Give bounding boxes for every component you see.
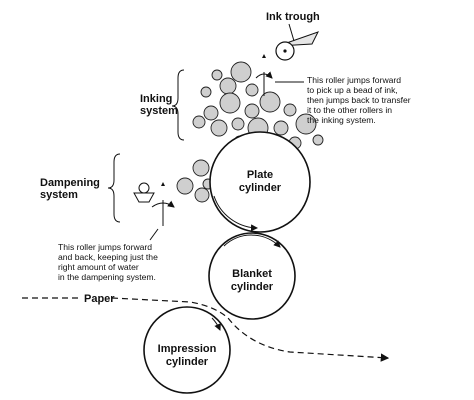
blanket-cylinder-label-line1: Blanket (232, 268, 272, 280)
dampening-system-label-line2: system (40, 189, 78, 201)
ink-roller (244, 103, 260, 119)
dampening-rollers (176, 159, 214, 203)
svg-text:This roller jumps forward: This roller jumps forward (307, 75, 401, 85)
plate-cylinder-label-line1: Plate (247, 169, 273, 181)
svg-text:it to the other rollers in: it to the other rollers in (307, 105, 392, 115)
water-fountain (133, 182, 155, 203)
impression-cylinder-label-line2: cylinder (166, 356, 209, 368)
water-roller (192, 159, 210, 177)
ink-trough (275, 31, 319, 61)
water-roller-note-leader (149, 228, 159, 241)
ink-roller (231, 117, 245, 131)
ink-roller-note: This roller jumps forward to pick up a b… (307, 75, 411, 125)
dampening-system-label-line1: Dampening (40, 177, 100, 189)
ink-roller (245, 83, 259, 97)
ink-roller (295, 113, 317, 135)
inking-system-brace (171, 69, 185, 141)
ink-roller (283, 103, 297, 117)
ink-trough-leader (288, 23, 295, 42)
ink-roller (219, 92, 241, 114)
ink-roller (210, 119, 228, 137)
ink-roller (211, 69, 223, 81)
water-roller-motion-arrows (151, 182, 175, 226)
ink-roller (230, 61, 252, 83)
svg-text:the inking system.: the inking system. (307, 115, 376, 125)
inking-rollers (192, 61, 324, 150)
svg-text:right amount of water: right amount of water (58, 262, 139, 272)
dampening-system-brace (107, 153, 121, 223)
paper-label: Paper (84, 293, 115, 305)
plate-cylinder: Plate cylinder (209, 131, 311, 233)
blanket-cylinder: Blanket cylinder (208, 232, 296, 320)
svg-text:to pick up a bead of ink,: to pick up a bead of ink, (307, 85, 398, 95)
blanket-cylinder-label-line2: cylinder (231, 281, 274, 293)
ink-roller (219, 77, 237, 95)
plate-cylinder-label-line2: cylinder (239, 182, 282, 194)
svg-text:in the dampening system.: in the dampening system. (58, 272, 156, 282)
svg-text:and back, keeping just the: and back, keeping just the (58, 252, 158, 262)
svg-text:then jumps back to transfer: then jumps back to transfer (307, 95, 411, 105)
water-roller (194, 187, 210, 203)
inking-system-label-line1: Inking (140, 93, 172, 105)
ink-roller (200, 86, 212, 98)
ink-roller (203, 105, 219, 121)
inking-system-label-line2: system (140, 105, 178, 117)
water-roller-note: This roller jumps forward and back, keep… (58, 242, 158, 282)
svg-text:This roller jumps forward: This roller jumps forward (58, 242, 152, 252)
ink-roller (273, 120, 289, 136)
ink-roller (259, 91, 281, 113)
ink-roller (312, 134, 324, 146)
ink-roller-motion-arrows (255, 54, 273, 96)
water-roller (176, 177, 194, 195)
impression-cylinder: Impression cylinder (143, 306, 231, 394)
impression-cylinder-label-line1: Impression (158, 343, 217, 355)
ink-roller (192, 115, 206, 129)
ink-trough-label: Ink trough (266, 11, 320, 23)
